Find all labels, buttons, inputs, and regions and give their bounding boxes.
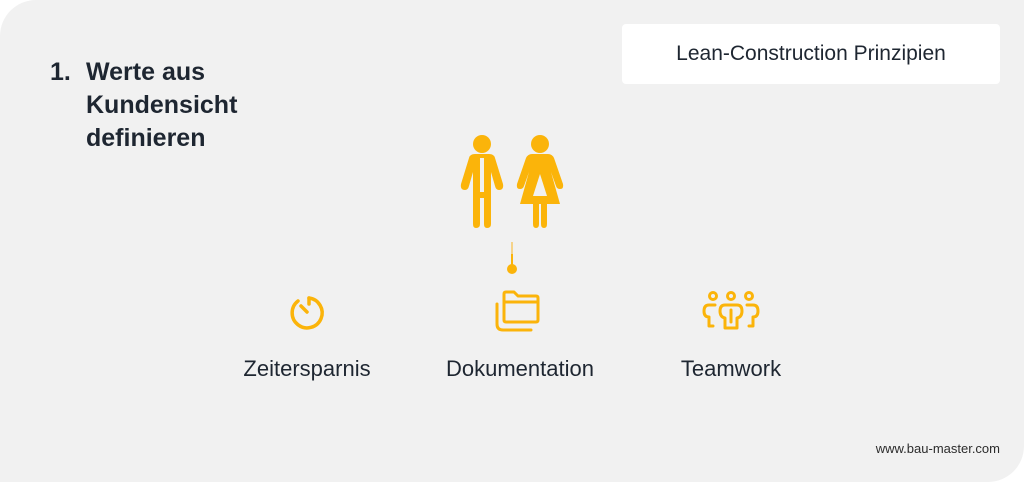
heading-text: Werte aus Kundensicht definieren <box>86 58 238 152</box>
value-label: Teamwork <box>680 356 782 381</box>
topic-badge: Lean-Construction Prinzipien <box>622 24 1000 84</box>
timer-icon <box>290 296 324 330</box>
customer-people-icon <box>460 135 564 228</box>
value-item-teamwork: Teamwork <box>631 290 831 382</box>
value-item-zeitersparnis: Zeitersparnis <box>207 290 407 382</box>
connector-line <box>507 242 517 274</box>
website-url: www.bau-master.com <box>875 441 1000 456</box>
section-heading: 1. Werte aus Kundensicht definieren <box>50 56 286 155</box>
topic-badge-label: Lean-Construction Prinzipien <box>676 42 946 65</box>
value-item-dokumentation: Dokumentation <box>420 290 620 382</box>
team-icon <box>702 291 760 330</box>
value-label: Zeitersparnis <box>243 356 371 381</box>
folders-icon <box>495 290 540 332</box>
heading-number: 1. <box>50 58 71 86</box>
value-label: Dokumentation <box>446 356 594 381</box>
